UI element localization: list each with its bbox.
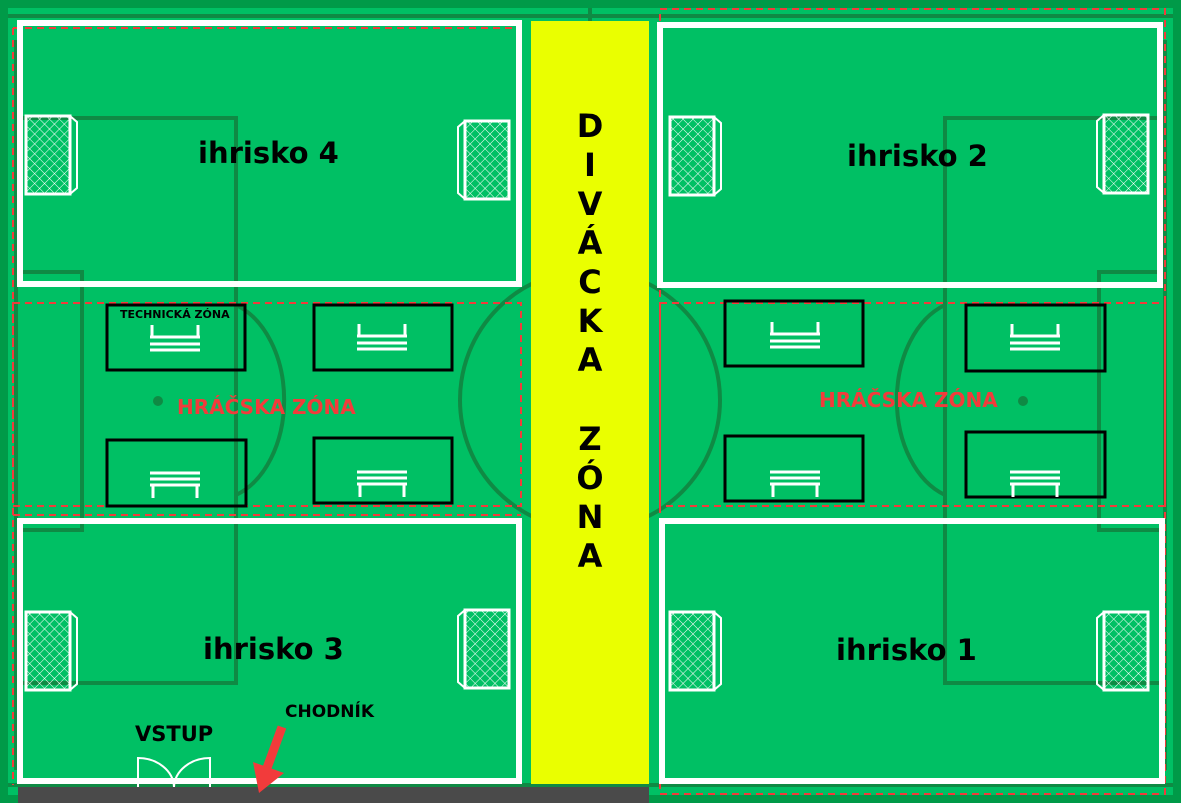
goal-icon bbox=[24, 610, 78, 692]
walkway-label: CHODNÍK bbox=[285, 702, 374, 722]
bench-box bbox=[105, 438, 248, 508]
spectator-zone-letter: D bbox=[576, 107, 604, 145]
bench-icon bbox=[357, 470, 407, 497]
pitch-4-lines bbox=[17, 20, 522, 287]
technical-zone-label: TECHNICKÁ ZÓNA bbox=[120, 308, 230, 321]
goal-icon bbox=[1096, 610, 1150, 692]
spectator-zone-letter: A bbox=[577, 341, 603, 379]
bench-icon bbox=[357, 324, 407, 351]
bench-box bbox=[964, 303, 1107, 373]
pitch-2-lines bbox=[657, 22, 1163, 288]
bench-box bbox=[312, 436, 454, 505]
spectator-zone-letter: Á bbox=[577, 224, 603, 262]
spectator-zone-letter: K bbox=[577, 302, 603, 340]
spectator-zone-letter: N bbox=[576, 498, 604, 536]
bench-boxes bbox=[105, 299, 1107, 508]
walkway-strip bbox=[18, 787, 649, 803]
bench-icon bbox=[1010, 470, 1060, 497]
entrance-label: VSTUP bbox=[135, 722, 214, 746]
goal-icon bbox=[668, 610, 722, 692]
goal-icon bbox=[457, 119, 511, 201]
goals bbox=[24, 113, 1150, 692]
spectator-zone-letter: Ó bbox=[576, 459, 604, 497]
goal-icon bbox=[24, 114, 78, 196]
player-zone-left-label: HRÁČSKA ZÓNA bbox=[177, 395, 356, 419]
bench-icon bbox=[770, 470, 820, 497]
pitch-1-label: ihrisko 1 bbox=[836, 633, 977, 667]
pitch-3-label: ihrisko 3 bbox=[203, 632, 344, 666]
bench-icon bbox=[770, 322, 820, 349]
bench-icon bbox=[150, 471, 200, 498]
bench-box bbox=[105, 303, 247, 372]
spectator-zone-letter: V bbox=[577, 185, 603, 223]
goal-icon bbox=[1096, 113, 1150, 195]
goal-icon bbox=[668, 115, 722, 197]
door-icon bbox=[137, 756, 211, 788]
spectator-zone-letter: Z bbox=[578, 420, 602, 458]
goal-icon bbox=[457, 608, 511, 690]
right-area-boundary bbox=[659, 8, 1166, 795]
bench-box bbox=[723, 299, 865, 368]
bench-box bbox=[964, 430, 1107, 499]
spectator-zone-letter: I bbox=[584, 146, 596, 184]
pitch-4-label: ihrisko 4 bbox=[198, 136, 339, 170]
penalty-spots bbox=[153, 396, 1028, 406]
pitch-1-lines bbox=[659, 518, 1165, 784]
arrow-icon bbox=[253, 725, 287, 793]
bench-box bbox=[312, 303, 454, 372]
bench-box bbox=[723, 434, 865, 503]
spectator-zone-letter: C bbox=[578, 263, 602, 301]
spectator-zone-letter: A bbox=[577, 537, 603, 575]
bench-icon bbox=[1010, 324, 1060, 351]
pitch-2-label: ihrisko 2 bbox=[847, 139, 988, 173]
player-zone-right-label: HRÁČSKA ZÓNA bbox=[819, 388, 998, 412]
bench-icon bbox=[150, 325, 200, 352]
dashed-zones bbox=[12, 8, 1166, 795]
benches bbox=[150, 322, 1060, 498]
